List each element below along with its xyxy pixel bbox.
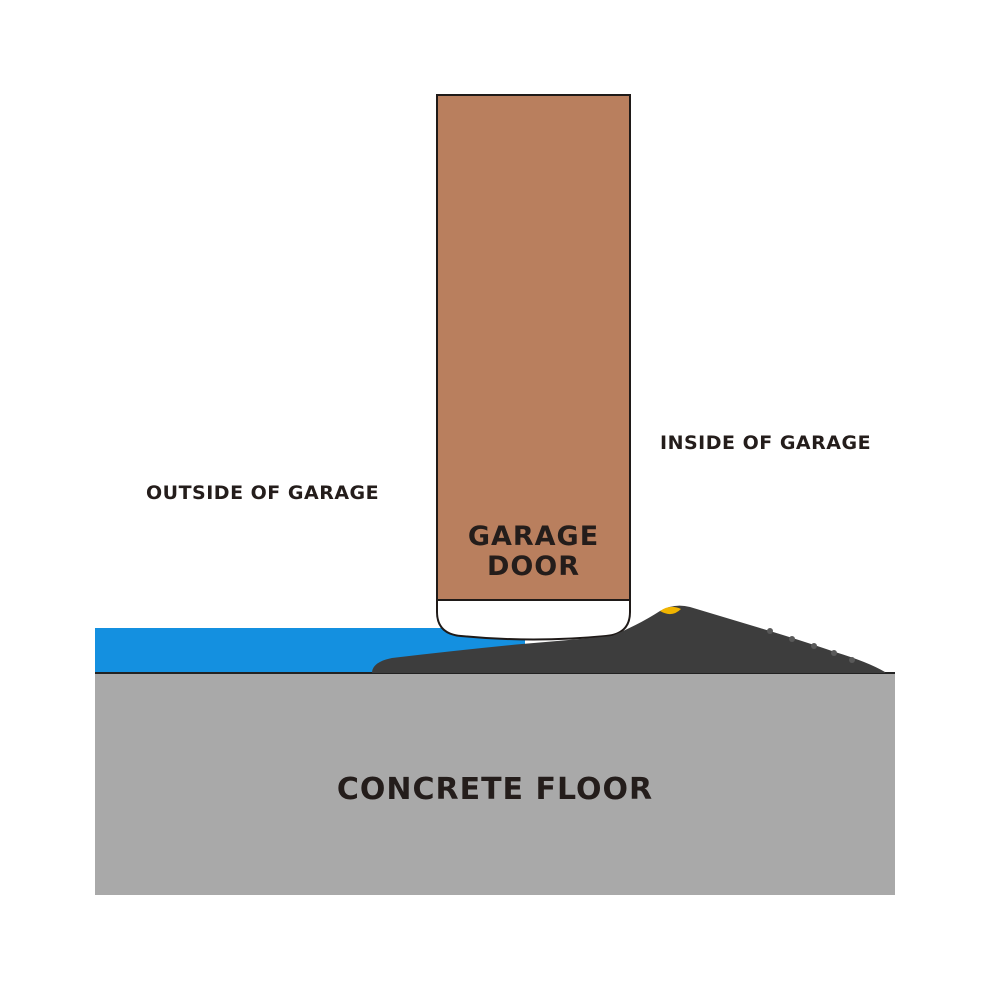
garage-door-panel — [436, 94, 631, 601]
seal-ridge — [849, 657, 855, 663]
concrete-floor-label: CONCRETE FLOOR — [336, 772, 654, 807]
seal-marker — [660, 606, 681, 615]
outside-of-garage-label: OUTSIDE OF GARAGE — [146, 482, 380, 504]
seal-ridge — [767, 628, 773, 634]
seal-ridge — [789, 636, 795, 642]
seal-ridge — [831, 650, 837, 656]
garage-door-label: GARAGE DOOR — [437, 522, 630, 582]
threshold-seal — [372, 605, 885, 673]
garage-door-label-line1: GARAGE — [467, 521, 600, 552]
inside-of-garage-label: INSIDE OF GARAGE — [660, 432, 872, 454]
seal-ridge — [811, 643, 817, 649]
concrete-floor — [95, 673, 895, 895]
garage-door-label-line2: DOOR — [486, 551, 581, 582]
door-bottom-seal — [436, 599, 631, 641]
